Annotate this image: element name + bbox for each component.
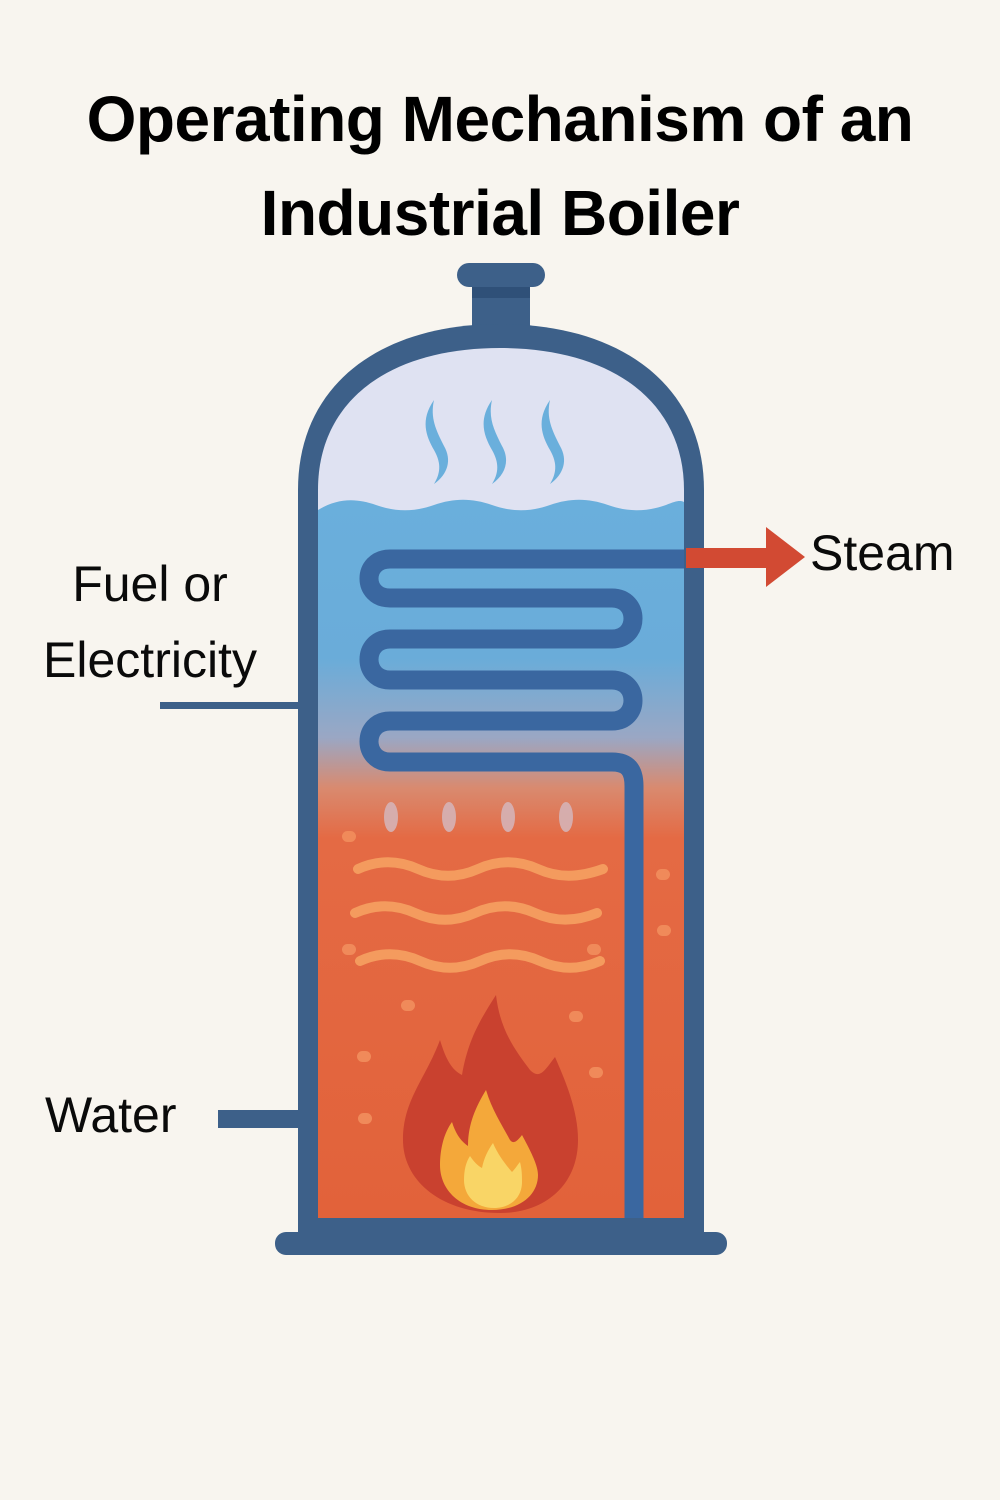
diagram-title: Operating Mechanism of an Industrial Boi… — [0, 72, 1000, 260]
fuel-label-line-2: Electricity — [43, 632, 257, 688]
steam-wisp-icon — [425, 400, 565, 484]
steam-label: Steam — [810, 525, 955, 581]
heat-bubble-dots — [342, 831, 671, 1124]
top-nozzle-cap — [457, 263, 545, 287]
title-line-1: Operating Mechanism of an — [86, 83, 914, 155]
shell-right-wall — [684, 500, 704, 1232]
arrow-right-icon — [686, 527, 805, 587]
fuel-input-pipe — [160, 702, 302, 709]
nozzle-shadow — [472, 286, 530, 298]
heat-exchanger-coil — [359, 549, 684, 1218]
heat-wave-lines — [350, 857, 608, 973]
title-line-2: Industrial Boiler — [260, 177, 740, 249]
fuel-or-electricity-label: Fuel or Electricity — [30, 546, 270, 698]
shell-bottom — [298, 1218, 704, 1238]
fuel-label-line-1: Fuel or — [72, 556, 228, 612]
droplet-icons — [384, 802, 573, 832]
flame-icon — [403, 995, 578, 1213]
water-label: Water — [45, 1087, 177, 1143]
water-input-pipe — [218, 1110, 302, 1128]
